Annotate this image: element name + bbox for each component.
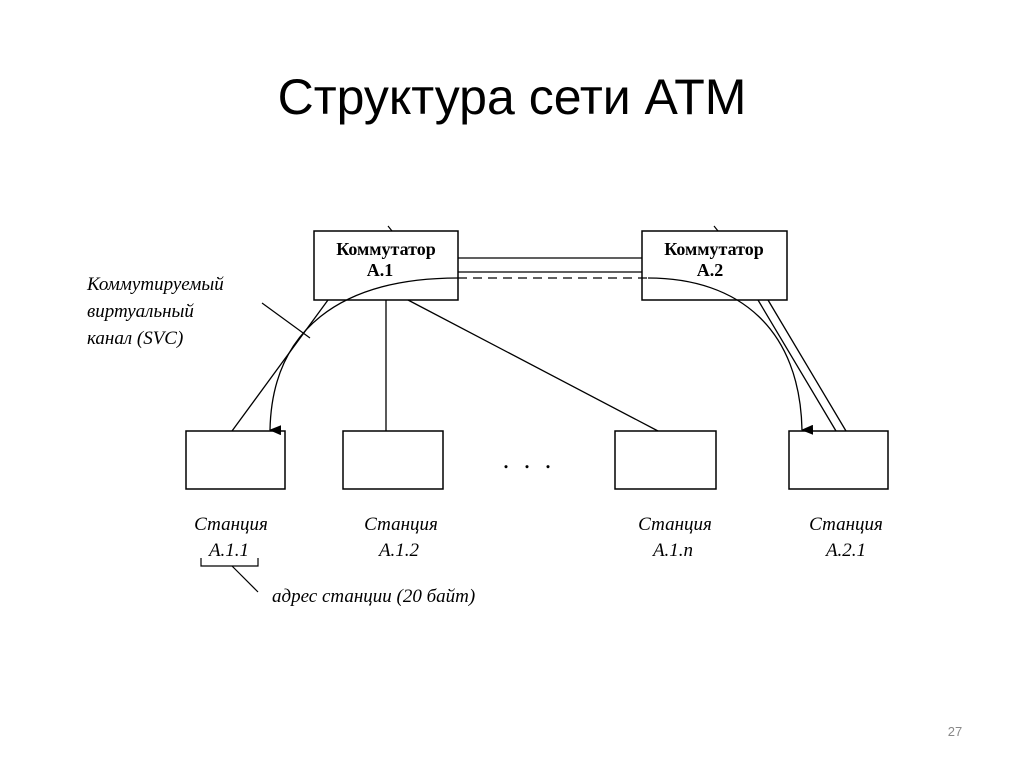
address-note: адрес станции (20 байт)	[272, 586, 475, 607]
switch-a2: Коммутатор A.2	[641, 230, 788, 301]
stations-ellipsis: . . .	[503, 445, 556, 474]
slide-title: Структура сети ATM	[277, 69, 747, 125]
station-a21-id: A.2.1	[824, 540, 866, 561]
station-a12-id: A.1.2	[377, 540, 420, 561]
link-a2-a21-1	[757, 299, 837, 432]
station-a1n-id: A.1.n	[651, 540, 693, 561]
svc-note-line3: канал (SVC)	[87, 328, 183, 349]
address-bracket	[200, 558, 259, 567]
link-a1-a1n	[407, 299, 659, 432]
station-a21-box	[788, 430, 889, 490]
svc-note-pointer	[261, 302, 311, 339]
switch-a1: Коммутатор A.1	[313, 230, 459, 301]
link-a2-a21-2	[767, 299, 847, 432]
station-a12-box	[342, 430, 444, 490]
link-a1-a11	[231, 299, 329, 432]
station-a11-label: Станция	[194, 514, 268, 535]
switch-a1-box	[313, 230, 459, 301]
station-a11-id: A.1.1	[207, 540, 249, 561]
switch-a2-tick	[713, 225, 719, 232]
switch-a1-tick	[387, 225, 393, 232]
svc-path-right	[647, 277, 814, 435]
switch-a2-id: A.2	[697, 260, 724, 280]
station-a1n-label: Станция	[638, 514, 712, 535]
page-number: 27	[947, 724, 963, 739]
station-a21-label: Станция	[809, 514, 883, 535]
svc-note-line2: виртуальный	[87, 301, 194, 322]
switch-a1-id: A.1	[367, 260, 394, 280]
station-a1n-box	[614, 430, 717, 490]
switch-a2-name: Коммутатор	[664, 239, 764, 259]
station-a12-label: Станция	[364, 514, 438, 535]
svc-path-left	[269, 277, 459, 436]
switch-a1-name: Коммутатор	[336, 239, 436, 259]
svc-note-line1: Коммутируемый	[86, 274, 224, 295]
station-a11-box	[185, 430, 286, 490]
address-pointer	[231, 565, 259, 593]
